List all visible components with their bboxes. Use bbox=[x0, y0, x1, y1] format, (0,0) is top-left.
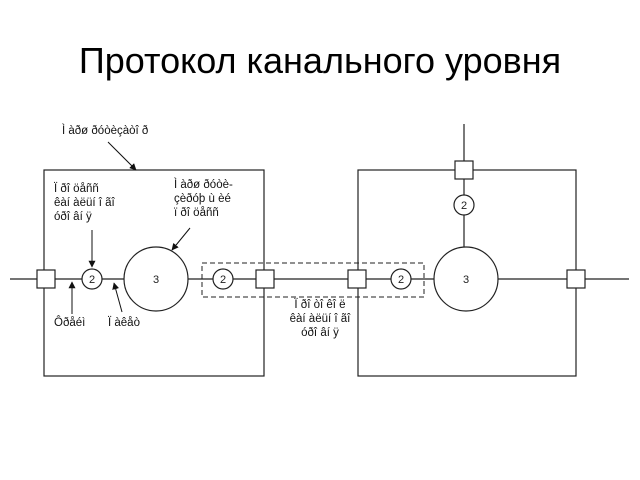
process-number: 2 bbox=[461, 200, 467, 212]
label-line: Ï ðî öåññ bbox=[54, 183, 99, 195]
router-arrow bbox=[107, 141, 137, 171]
label-line: óðî âí ÿ bbox=[54, 211, 92, 223]
process-left-label: Ï ðî öåññ êàí àëüí î ãî óðî âí ÿ bbox=[54, 182, 115, 224]
label-line: óðî âí ÿ bbox=[301, 327, 339, 339]
interface-square bbox=[454, 160, 474, 180]
router-number: 3 bbox=[153, 274, 159, 286]
label-line: çèðóþ ù èé bbox=[174, 193, 231, 205]
router-circle bbox=[123, 246, 189, 312]
router-number: 3 bbox=[463, 274, 469, 286]
process-number: 2 bbox=[398, 274, 404, 286]
router-circle bbox=[433, 246, 499, 312]
process-number: 2 bbox=[89, 274, 95, 286]
process-circle bbox=[81, 268, 103, 290]
packet-arrow bbox=[112, 282, 123, 313]
process-circle bbox=[453, 194, 475, 216]
slide-title: Протокол канального уровня bbox=[78, 40, 562, 81]
label-line: êàí àëüí î ãî bbox=[289, 313, 351, 325]
interface-square bbox=[347, 269, 367, 289]
label-line: ï ðî öåññ bbox=[174, 207, 219, 219]
frame-label: Ôðåéì bbox=[54, 317, 86, 329]
label-line: Ì àðø ðóòè- bbox=[174, 179, 233, 191]
interface-square bbox=[566, 269, 586, 289]
packet-label: Ï àêåò bbox=[108, 317, 140, 329]
protocol-label: Ï ðî òî êî ë êàí àëüí î ãî óðî âí ÿ bbox=[260, 298, 380, 340]
router-process-label: Ì àðø ðóòè- çèðóþ ù èé ï ðî öåññ bbox=[174, 178, 233, 220]
process-circle bbox=[212, 268, 234, 290]
interface-square bbox=[255, 269, 275, 289]
label-line: êàí àëüí î ãî bbox=[54, 197, 115, 209]
diagram-area: 2 2 2 2 3 3 Ì àðø ðóòèçàòî ð Ï ðî öåññ ê… bbox=[6, 98, 634, 416]
router-process-arrow bbox=[171, 227, 191, 251]
router-label: Ì àðø ðóòèçàòî ð bbox=[62, 125, 149, 137]
process-circle bbox=[390, 268, 412, 290]
process-number: 2 bbox=[220, 274, 226, 286]
interface-square bbox=[36, 269, 56, 289]
label-line: Ï ðî òî êî ë bbox=[294, 299, 346, 311]
network-diagram: 2 2 2 2 3 3 bbox=[10, 124, 629, 377]
